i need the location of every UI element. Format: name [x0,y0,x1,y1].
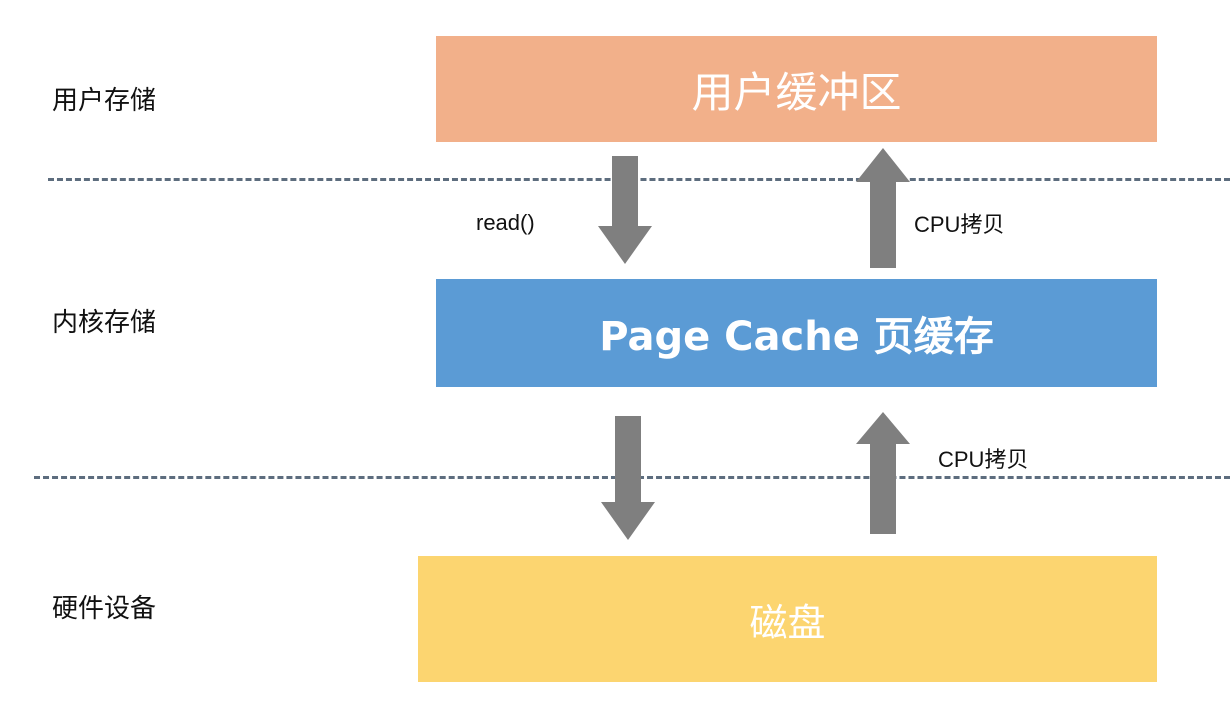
layer-label-user-storage: 用户存储 [52,86,157,116]
cpu-copy-up-arrow-icon-upper [856,148,910,268]
disk-label: 磁盘 [749,600,826,645]
layer-label-kernel-storage: 内核存储 [52,308,157,338]
cpu-copy-label-upper: CPU拷贝 [914,212,1005,237]
read-call-label: read() [476,210,535,235]
cpu-copy-label-lower: CPU拷贝 [936,447,1031,472]
read-down-arrow-icon [598,156,652,264]
user-buffer-label: 用户缓冲区 [691,67,902,117]
cpu-copy-up-arrow-icon-lower [856,412,910,534]
page-cache-box: Page Cache 页缓存 [436,279,1157,387]
page-cache-label: Page Cache 页缓存 [599,314,994,360]
user-buffer-box: 用户缓冲区 [436,36,1157,142]
layer-label-hardware-device: 硬件设备 [52,594,157,624]
disk-read-down-arrow-icon [601,416,655,540]
user-kernel-divider [48,178,1230,181]
disk-box: 磁盘 [418,556,1157,682]
